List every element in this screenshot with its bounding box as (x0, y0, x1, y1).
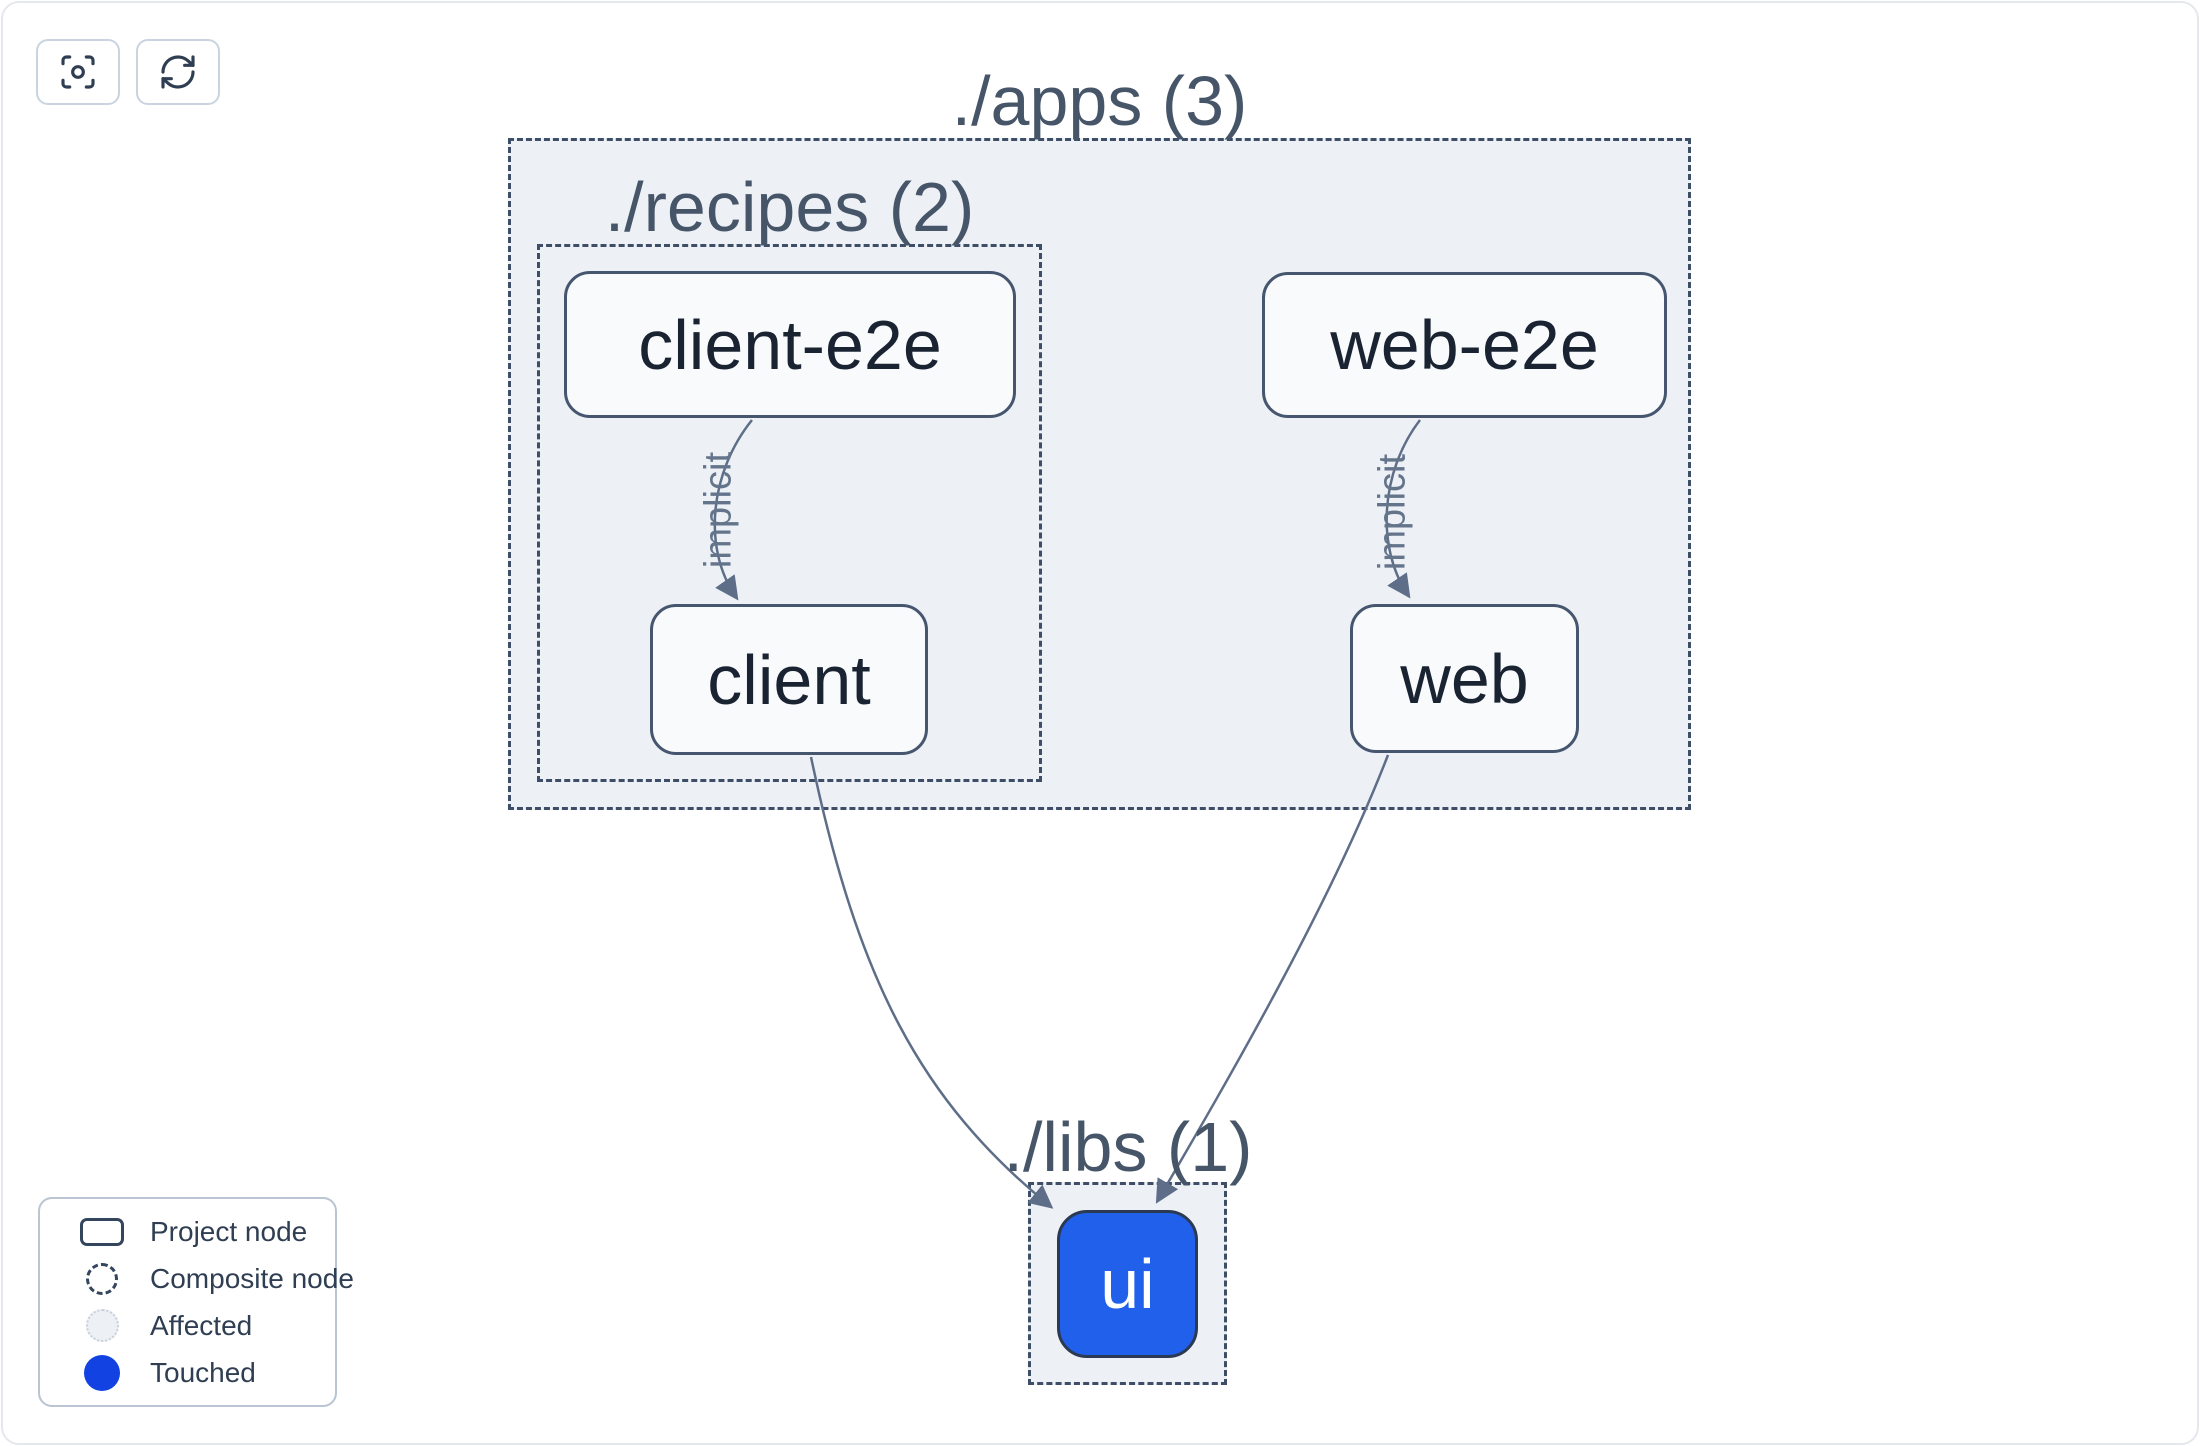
legend: Project node Composite node Affected Tou… (38, 1197, 354, 1407)
focus-button[interactable] (36, 39, 120, 105)
legend-label: Project node (150, 1215, 308, 1247)
legend-row-affected: Affected (40, 1302, 335, 1349)
focus-icon (58, 52, 98, 92)
legend-label: Affected (150, 1309, 253, 1341)
group-recipes[interactable] (537, 244, 1042, 782)
project-node-swatch-icon (78, 1217, 126, 1246)
legend-row-composite-node: Composite node (40, 1255, 354, 1302)
node-web-e2e[interactable]: web-e2e (1262, 272, 1667, 418)
legend-row-touched: Touched (40, 1349, 335, 1396)
node-client-e2e[interactable]: client-e2e (564, 271, 1016, 418)
refresh-icon (158, 52, 198, 92)
touched-swatch-icon (78, 1354, 126, 1391)
legend-label: Touched (150, 1356, 256, 1388)
affected-swatch-icon (78, 1309, 126, 1342)
node-client[interactable]: client (650, 604, 928, 755)
legend-label: Composite node (150, 1262, 354, 1294)
node-web[interactable]: web (1350, 604, 1579, 753)
composite-node-swatch-icon (78, 1262, 126, 1295)
node-ui[interactable]: ui (1057, 1210, 1198, 1358)
refresh-button[interactable] (136, 39, 220, 105)
legend-row-project-node: Project node (40, 1208, 335, 1255)
